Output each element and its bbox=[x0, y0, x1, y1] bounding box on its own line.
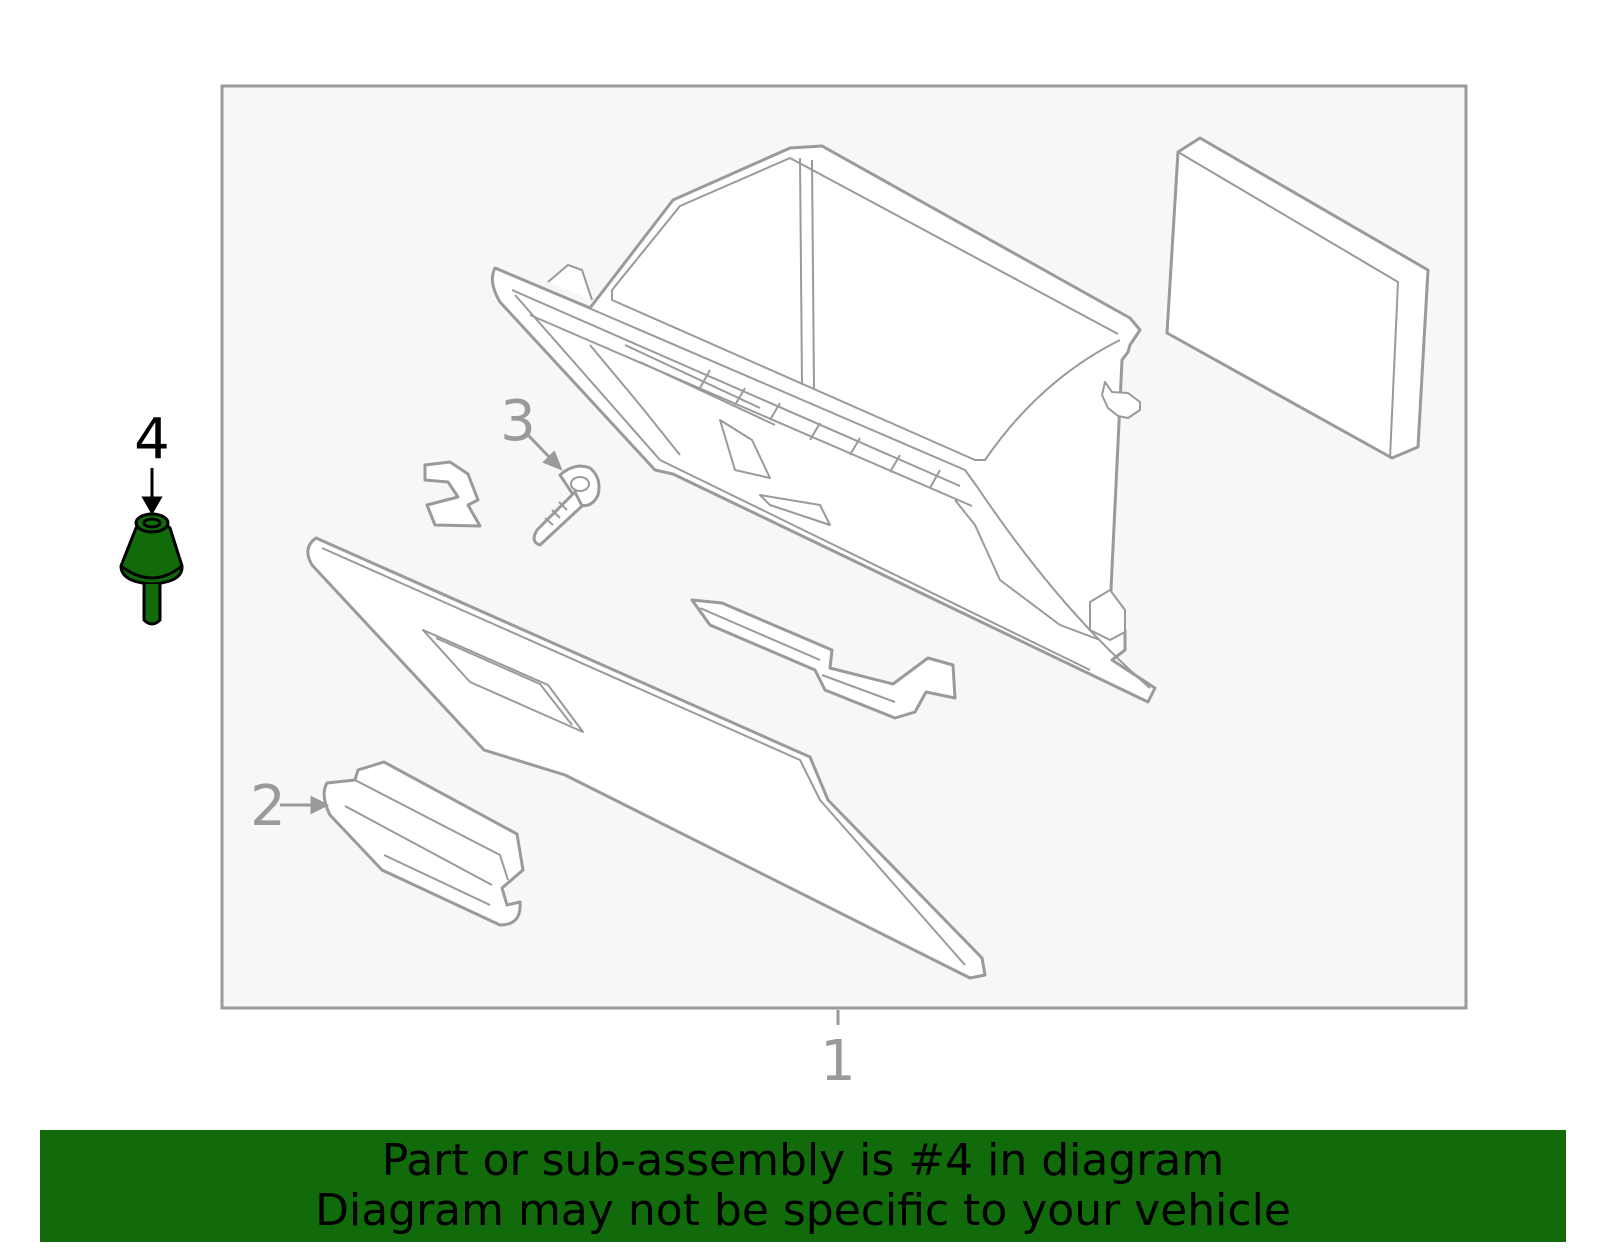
screw-part-3 bbox=[532, 464, 601, 547]
hinge-bracket bbox=[690, 598, 957, 720]
leader-lines bbox=[280, 433, 840, 1025]
cover-panel bbox=[1165, 136, 1430, 460]
callout-2: 2 bbox=[250, 774, 286, 839]
banner-line-1: Part or sub-assembly is #4 in diagram bbox=[381, 1135, 1225, 1186]
bumper-part-4 bbox=[119, 512, 184, 626]
glove-box-bin bbox=[490, 144, 1157, 704]
callout-1: 1 bbox=[820, 1029, 856, 1094]
latch-handle-part-2 bbox=[322, 760, 525, 927]
leader-line-4 bbox=[141, 468, 163, 516]
info-banner: Part or sub-assembly is #4 in diagram Di… bbox=[40, 1130, 1566, 1242]
glove-box-door bbox=[306, 536, 987, 980]
callout-3: 3 bbox=[500, 389, 536, 454]
banner-line-2: Diagram may not be specific to your vehi… bbox=[315, 1185, 1291, 1236]
retainer-clip bbox=[423, 460, 482, 528]
callout-4: 4 bbox=[134, 407, 170, 472]
